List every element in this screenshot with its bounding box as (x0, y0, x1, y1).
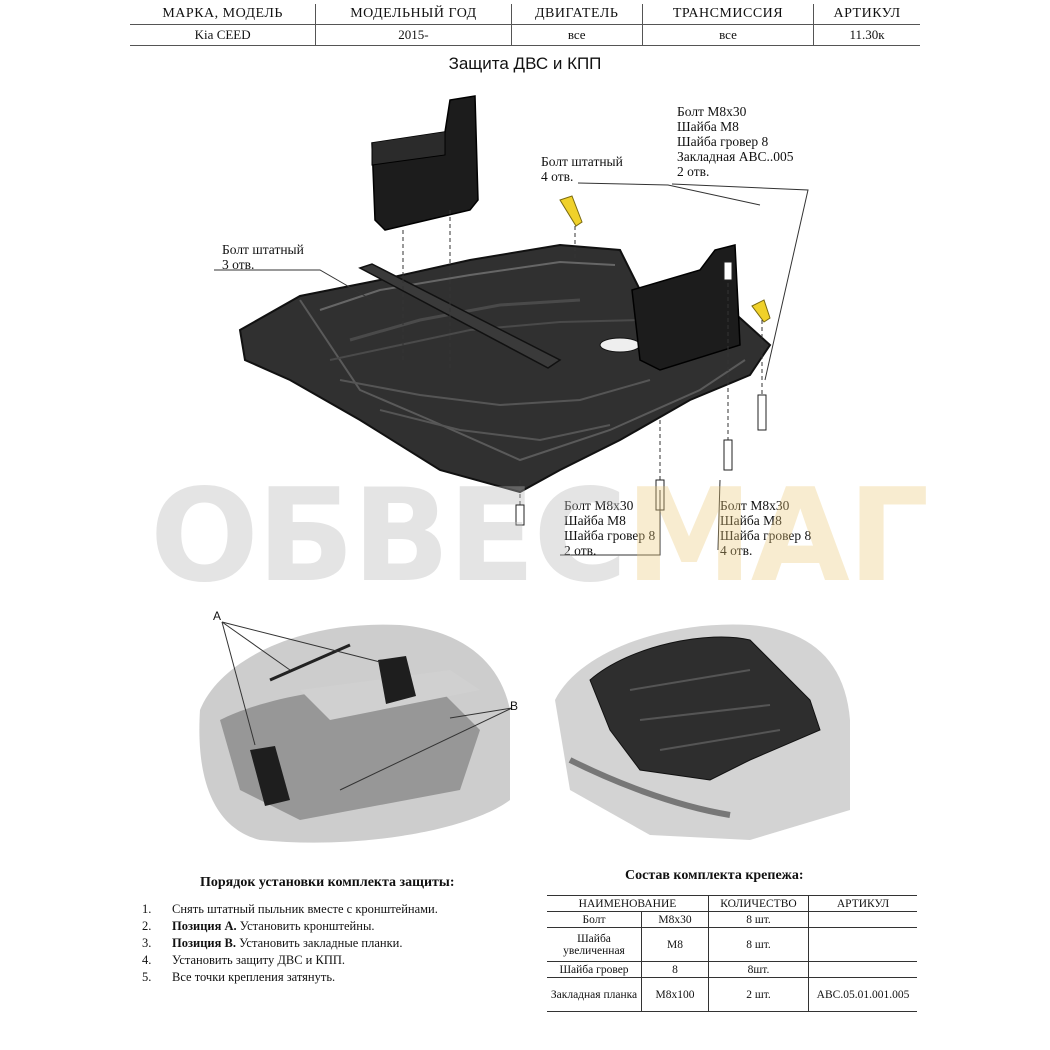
kit-cell-size: М8 (641, 927, 709, 962)
callout-line: Шайба М8 (677, 119, 739, 134)
step-text: Установить закладные планки. (235, 936, 403, 950)
value-year: 2015- (315, 24, 512, 46)
watermark: ОБВЕСМАГ (150, 462, 929, 611)
kit-cell-qty: 8 шт. (708, 927, 809, 962)
kit-cell-size: М8х100 (641, 977, 709, 1012)
page-title: Защита ДВС и КПП (448, 54, 602, 73)
photo-label-b: B (510, 699, 518, 713)
procedure-step: 4. Установить защиту ДВС и КПП. (142, 953, 438, 970)
callout-line: Закладная АВС..005 (677, 149, 794, 164)
exploded-assembly-drawing (214, 95, 809, 556)
callout-bottom-mid: Болт М8х30 Шайба М8 Шайба гровер 8 2 отв… (564, 498, 655, 558)
kit-cell-name: Шайба увеличенная (547, 927, 642, 962)
spec-header-table: МАРКА, МОДЕЛЬ МОДЕЛЬНЫЙ ГОД ДВИГАТЕЛЬ ТР… (130, 4, 920, 46)
step-text: Все точки крепления затянуть. (172, 970, 336, 984)
kit-header-name: НАИМЕНОВАНИЕ (547, 895, 709, 912)
header-col-year: МОДЕЛЬНЫЙ ГОД (315, 4, 512, 25)
bracket-left (371, 95, 479, 231)
header-col-engine: ДВИГАТЕЛЬ (510, 4, 643, 25)
kit-cell-qty: 8шт. (708, 961, 809, 978)
callout-line: 2 отв. (564, 543, 597, 558)
value-engine: все (510, 24, 643, 46)
embedded-plate-bolts (559, 195, 771, 323)
header-col-article: АРТИКУЛ (813, 4, 920, 25)
callout-line: Шайба М8 (564, 513, 626, 528)
bracket-a-photo (378, 656, 416, 704)
photo-label-a: A (213, 609, 221, 623)
step-number: 5. (142, 970, 152, 984)
callout-top-right: Болт М8х30 Шайба М8 Шайба гровер 8 Закла… (677, 104, 793, 179)
kit-cell-size: 8 (641, 961, 709, 978)
table-row: Болт М8х30 8 шт. (547, 911, 917, 928)
step-number: 4. (142, 953, 152, 967)
callout-left: Болт штатный 3 отв. (222, 242, 304, 272)
kit-cell-article: АВС.05.01.001.005 (808, 977, 917, 1012)
callout-top-mid: Болт штатный 4 отв. (541, 154, 623, 184)
procedure-title: Порядок установки комплекта защиты: (200, 875, 455, 890)
callout-line: 2 отв. (677, 164, 710, 179)
kit-cell-article (808, 961, 917, 978)
callout-line: Болт М8х30 (564, 498, 634, 513)
kit-cell-name: Закладная планка (547, 977, 642, 1012)
value-article: 11.30к (813, 24, 920, 46)
kit-cell-name: Шайба гровер (547, 961, 642, 978)
kit-cell-qty: 8 шт. (708, 911, 809, 928)
cross-bar (358, 263, 562, 369)
mounted-skid-plate (589, 636, 821, 781)
callout-line: Болт штатный (222, 242, 304, 257)
table-row: Закладная планка М8х100 2 шт. АВС.05.01.… (547, 977, 917, 1012)
step-number: 1. (142, 902, 152, 916)
step-number: 2. (142, 919, 152, 933)
step-text: Установить защиту ДВС и КПП. (172, 953, 346, 967)
procedure-steps: 1. Снять штатный пыльник вместе с кронште… (142, 902, 438, 987)
bracket-b-photo (250, 746, 290, 806)
callout-line: 4 отв. (720, 543, 753, 558)
value-model: Kia CEED (130, 24, 316, 46)
value-transmission: все (641, 24, 814, 46)
callout-line: Шайба гровер 8 (564, 528, 656, 543)
kit-cell-qty: 2 шт. (708, 977, 809, 1012)
callout-line: Шайба гровер 8 (720, 528, 812, 543)
step-text: Снять штатный пыльник вместе с кронштейн… (172, 902, 438, 916)
step-position: Позиция А. (172, 919, 237, 933)
table-row: Шайба увеличенная М8 8 шт. (547, 927, 917, 962)
watermark-part2: МАГ (625, 462, 929, 611)
callout-line: Болт штатный (541, 154, 623, 169)
kit-cell-size: М8х30 (641, 911, 709, 928)
installation-photo-mounted (555, 624, 850, 840)
kit-cell-name: Болт (547, 911, 642, 928)
callout-line: Шайба гровер 8 (677, 134, 769, 149)
callout-line: 3 отв. (222, 257, 255, 272)
step-position: Позиция В. (172, 936, 236, 950)
fastener-kit-table: НАИМЕНОВАНИЕ КОЛИЧЕСТВО АРТИКУЛ Болт М8х… (547, 895, 917, 1012)
watermark-part1: ОБВЕС (150, 462, 627, 611)
callout-line: Болт М8х30 (677, 104, 747, 119)
procedure-step: 5. Все точки крепления затянуть. (142, 970, 438, 987)
procedure-step: 3. Позиция В. Установить закладные планки… (142, 936, 438, 953)
step-text: Установить кронштейны. (236, 919, 375, 933)
procedure-step: 2. Позиция А. Установить кронштейны. (142, 919, 438, 936)
callout-line: Болт М8х30 (720, 498, 790, 513)
kit-header-article: АРТИКУЛ (808, 895, 917, 912)
kit-cell-article (808, 911, 917, 928)
bracket-right (631, 244, 741, 371)
header-col-model: МАРКА, МОДЕЛЬ (130, 4, 316, 25)
step-number: 3. (142, 936, 152, 950)
header-col-transmission: ТРАНСМИССИЯ (641, 4, 814, 25)
callout-line: 4 отв. (541, 169, 574, 184)
kit-header-qty: КОЛИЧЕСТВО (708, 895, 809, 912)
callout-line: Шайба М8 (720, 513, 782, 528)
procedure-step: 1. Снять штатный пыльник вместе с кронште… (142, 902, 438, 919)
kit-cell-article (808, 927, 917, 962)
kit-title: Состав комплекта крепежа: (625, 868, 804, 883)
callout-bottom-right: Болт М8х30 Шайба М8 Шайба гровер 8 4 отв… (720, 498, 811, 558)
installation-photo-brackets: A B (199, 609, 518, 843)
table-row: Шайба гровер 8 8шт. (547, 961, 917, 978)
